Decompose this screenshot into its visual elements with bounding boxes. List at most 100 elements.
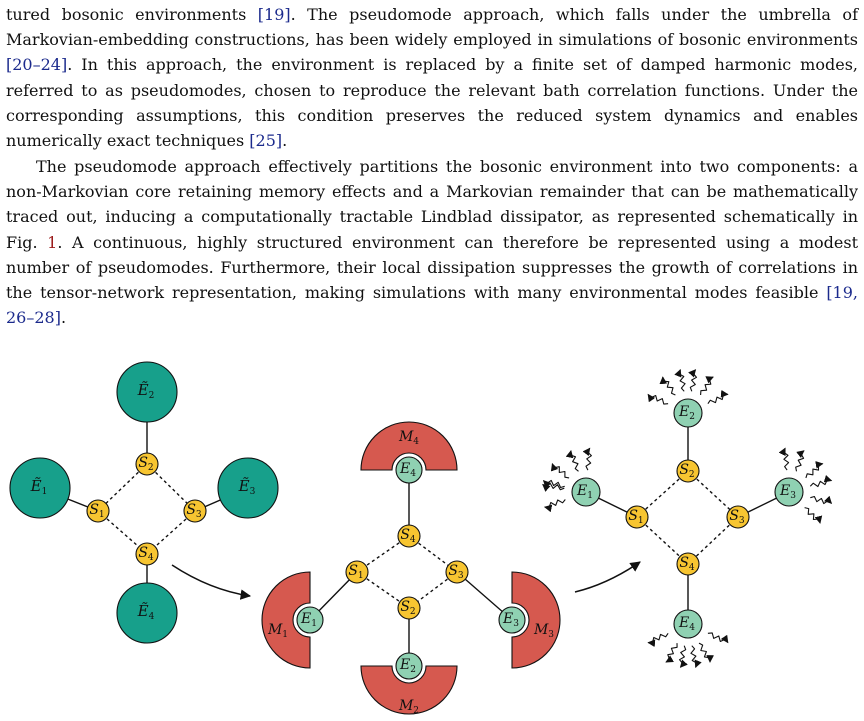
citation-link[interactable]: [19, 26–28]: [6, 283, 858, 328]
system-node-4-label: S4: [400, 527, 416, 545]
dissipation-wavy-arrow: [698, 642, 715, 663]
body-paragraph-2: The pseudomode approach effectively part…: [6, 154, 858, 330]
system-node-2-label: S2: [679, 462, 694, 480]
pseudomode-arc-1: [261, 571, 311, 669]
dissipation-wavy-arrow: [647, 393, 669, 405]
dissipation-wavy-arrow: [688, 369, 698, 392]
pseudomode-node-1-label: E1: [300, 611, 317, 629]
dissipation-wavy-arrow: [665, 643, 678, 663]
environment-node-3: [217, 457, 279, 519]
text-run: .: [282, 131, 288, 151]
system-node-4: [397, 524, 421, 548]
environment-node-2-label: Ẽ2: [137, 381, 155, 401]
dissipation-wavy-arrow: [659, 376, 676, 396]
system-node-1: [86, 499, 110, 523]
dissipation-wavy-arrow: [700, 376, 714, 396]
system-node-3: [445, 560, 469, 584]
damped-mode-node-3: [774, 477, 804, 507]
arrow-panel1-to-panel2: [171, 564, 252, 600]
environment-node-1-label: Ẽ1: [30, 477, 48, 497]
system-node-1: [625, 505, 649, 529]
pseudomode-node-4-label: E4: [399, 461, 416, 479]
dissipation-wavy-arrow: [550, 462, 570, 479]
system-node-2-label: S2: [138, 455, 153, 473]
pseudomode-arc-4: [360, 421, 458, 471]
environment-node-4-label: Ẽ4: [137, 602, 155, 622]
dissipation-wavy-arrow: [678, 645, 688, 668]
citation-link[interactable]: [20–24]: [6, 55, 68, 75]
dissipation-wavy-arrow: [810, 495, 833, 505]
pseudomode-node-2-label: E2: [399, 657, 416, 675]
system-node-2: [676, 459, 700, 483]
transition-arrows: [171, 561, 641, 600]
text-run: . In this approach, the environment is r…: [6, 55, 858, 151]
pseudomode-node-3-label: E3: [502, 611, 519, 629]
pseudomode-node-4: [395, 456, 423, 484]
system-node-3-label: S3: [729, 508, 745, 526]
text-run: The pseudomode approach effectively part…: [6, 157, 858, 252]
citation-link[interactable]: [19]: [257, 5, 291, 24]
coupling-dashed-line: [146, 510, 196, 555]
dissipation-wavy-arrow: [707, 632, 729, 644]
dissipation-wavy-arrow: [542, 482, 565, 492]
system-node-1-label: S1: [628, 508, 643, 526]
system-node-4-label: S4: [138, 545, 154, 563]
system-node-1-label: S1: [89, 502, 104, 520]
text-run: .: [60, 308, 67, 328]
system-node-2: [397, 596, 421, 620]
system-node-4: [676, 552, 700, 576]
pseudomode-label-2: M2: [398, 698, 419, 716]
citation-link[interactable]: [25]: [249, 131, 283, 151]
pseudomode-label-3: M3: [533, 622, 554, 640]
pseudomode-arc-2: [360, 665, 458, 715]
environment-node-3-label: Ẽ3: [238, 477, 256, 497]
dissipation-wavy-arrow: [543, 499, 566, 513]
system-node-3-label: S3: [186, 502, 202, 520]
damped-mode-node-1: [571, 477, 601, 507]
system-node-2-label: S2: [400, 599, 415, 617]
dissipation-wavy-arrow: [582, 447, 592, 471]
damped-mode-node-2-label: E2: [678, 404, 695, 422]
pseudomode-node-1: [296, 606, 324, 634]
pseudomode-arc-3: [511, 571, 561, 669]
damped-mode-node-2: [673, 398, 703, 428]
dissipation-wavy-arrow: [647, 632, 669, 648]
arrow-panel2-to-panel3: [574, 561, 641, 593]
environment-node-4: [116, 582, 178, 644]
figure-reference-link[interactable]: 1: [47, 232, 58, 252]
body-paragraph-1: tured bosonic environments [19]. The pse…: [6, 2, 858, 153]
coupling-dashed-line: [356, 571, 410, 609]
dissipation-wavy-arrow: [690, 645, 702, 669]
system-node-3-label: S3: [448, 563, 464, 581]
dissipation-wavy-arrow: [809, 474, 833, 488]
damped-mode-node-4: [673, 609, 703, 639]
pseudomode-node-2: [395, 652, 423, 680]
damped-mode-node-3-label: E3: [779, 483, 796, 501]
dissipation-wavy-arrow: [565, 449, 579, 472]
text-run: . A continuous, highly structured enviro…: [6, 232, 858, 303]
dissipation-wavy-arrow: [542, 479, 565, 489]
text-run: tured bosonic environments: [6, 5, 258, 24]
system-node-3: [183, 499, 207, 523]
system-node-2: [135, 452, 159, 476]
system-node-3: [726, 505, 750, 529]
damped-mode-node-4-label: E4: [678, 615, 695, 633]
text-run: . The pseudomode approach, which falls u…: [6, 5, 858, 50]
pseudomode-label-4: M4: [398, 429, 419, 447]
dissipation-wavy-arrow: [805, 461, 824, 479]
system-node-1-label: S1: [348, 563, 363, 581]
coupling-dashed-line: [356, 535, 410, 573]
dissipation-wavy-arrow: [795, 450, 805, 472]
dissipation-wavy-arrow: [707, 389, 729, 405]
damped-mode-node-1-label: E1: [576, 483, 593, 501]
pseudomode-label-1: M1: [267, 622, 288, 640]
environment-node-2: [116, 361, 178, 423]
system-node-4-label: S4: [679, 555, 695, 573]
dissipation-wavy-arrow: [674, 368, 686, 392]
dissipation-wavy-arrow: [778, 447, 790, 471]
